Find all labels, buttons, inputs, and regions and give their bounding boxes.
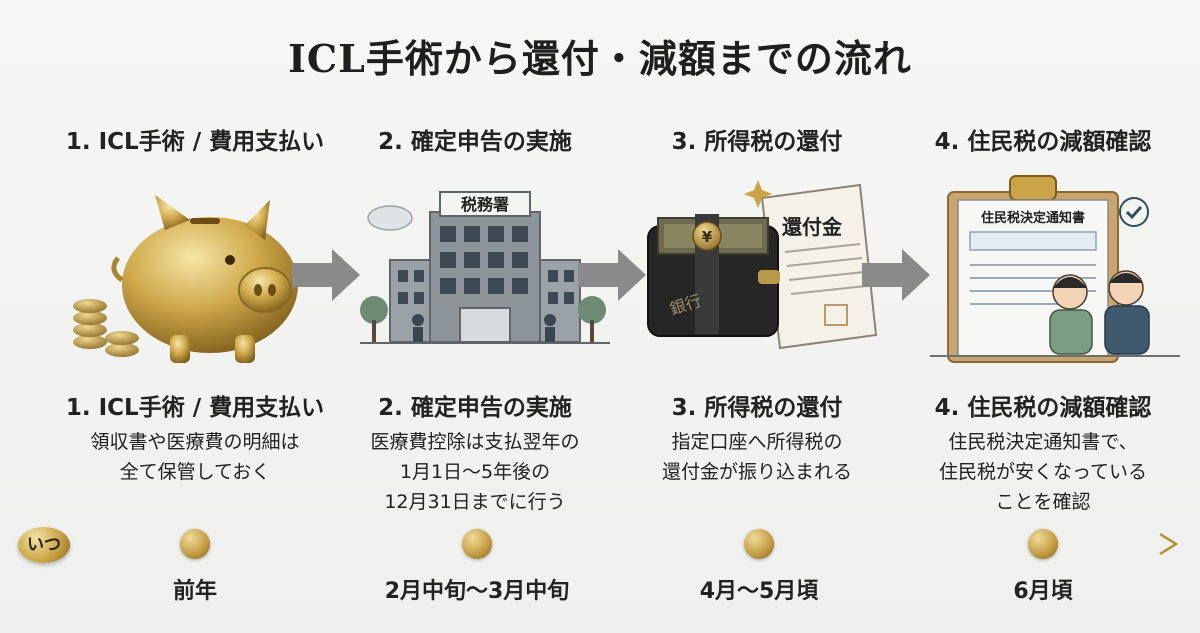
timeline-label-1: 前年 <box>172 579 217 604</box>
timeline-when-label: いつ <box>18 527 70 563</box>
timeline-label-2: 2月中旬〜3月中旬 <box>384 579 570 604</box>
notice-doc-label: 住民税決定通知書 <box>981 210 1085 226</box>
svg-text:¥: ¥ <box>702 228 713 246</box>
desc-line: 指定口座へ所得税の <box>671 431 843 453</box>
piggy-bank-icon <box>73 195 298 363</box>
check-icon <box>1125 205 1143 220</box>
timeline-dot <box>462 529 492 559</box>
desc-line: 還付金が振り込まれる <box>661 461 852 483</box>
desc-line: 住民税決定通知書で、 <box>948 431 1138 453</box>
desc-line: 12月31日までに行う <box>384 491 566 513</box>
desc-line: 1月1日〜5年後の <box>399 461 551 483</box>
step-1-heading: 1. ICL手術 / 費用支払い <box>65 129 325 155</box>
step-2-desc-title: 2. 確定申告の実施 <box>378 395 572 421</box>
arrow-right-icon <box>862 249 930 301</box>
desc-line: ことを確認 <box>995 491 1091 513</box>
step-2-desc: 医療費控除は支払翌年の 1月1日〜5年後の 12月31日までに行う <box>330 427 620 517</box>
step-1-desc-title: 1. ICL手術 / 費用支払い <box>65 395 325 421</box>
notice-clipboard-icon: 住民税決定通知書 <box>930 175 1180 363</box>
step-4-desc-title: 4. 住民税の減額確認 <box>934 395 1152 421</box>
step-3-desc-title: 3. 所得税の還付 <box>671 395 843 421</box>
tax-office-sign: 税務署 <box>461 195 509 214</box>
desc-line: 医療費控除は支払翌年の <box>370 431 580 453</box>
desc-line: 領収書や医療費の明細は <box>90 431 300 453</box>
wallet-refund-icon: 還付金 ¥ 銀行 <box>647 180 878 350</box>
arrow-right-icon <box>292 249 360 301</box>
step-4-desc: 住民税決定通知書で、 住民税が安くなっている ことを確認 <box>898 427 1188 517</box>
desc-line: 住民税が安くなっている <box>938 461 1148 483</box>
step-3-desc: 指定口座へ所得税の 還付金が振り込まれる <box>612 427 902 487</box>
page-title: ICL手術から還付・減額までの流れ <box>288 36 912 81</box>
timeline-line <box>60 532 1179 556</box>
desc-line: 全て保管しておく <box>119 461 271 483</box>
step-4-heading: 4. 住民税の減額確認 <box>934 129 1152 155</box>
step-2-heading: 2. 確定申告の実施 <box>378 129 572 155</box>
refund-doc-label: 還付金 <box>782 215 843 239</box>
arrow-right-icon <box>578 249 646 301</box>
step-1-desc: 領収書や医療費の明細は 全て保管しておく <box>50 427 340 487</box>
timeline-dot <box>1028 529 1058 559</box>
timeline-dot <box>180 529 210 559</box>
step-3-heading: 3. 所得税の還付 <box>671 129 843 155</box>
timeline-label-3: 4月〜5月頃 <box>699 579 819 604</box>
timeline-dot <box>744 529 774 559</box>
tax-office-icon: 税務署 <box>360 191 610 344</box>
timeline-label-4: 6月頃 <box>1013 579 1073 604</box>
